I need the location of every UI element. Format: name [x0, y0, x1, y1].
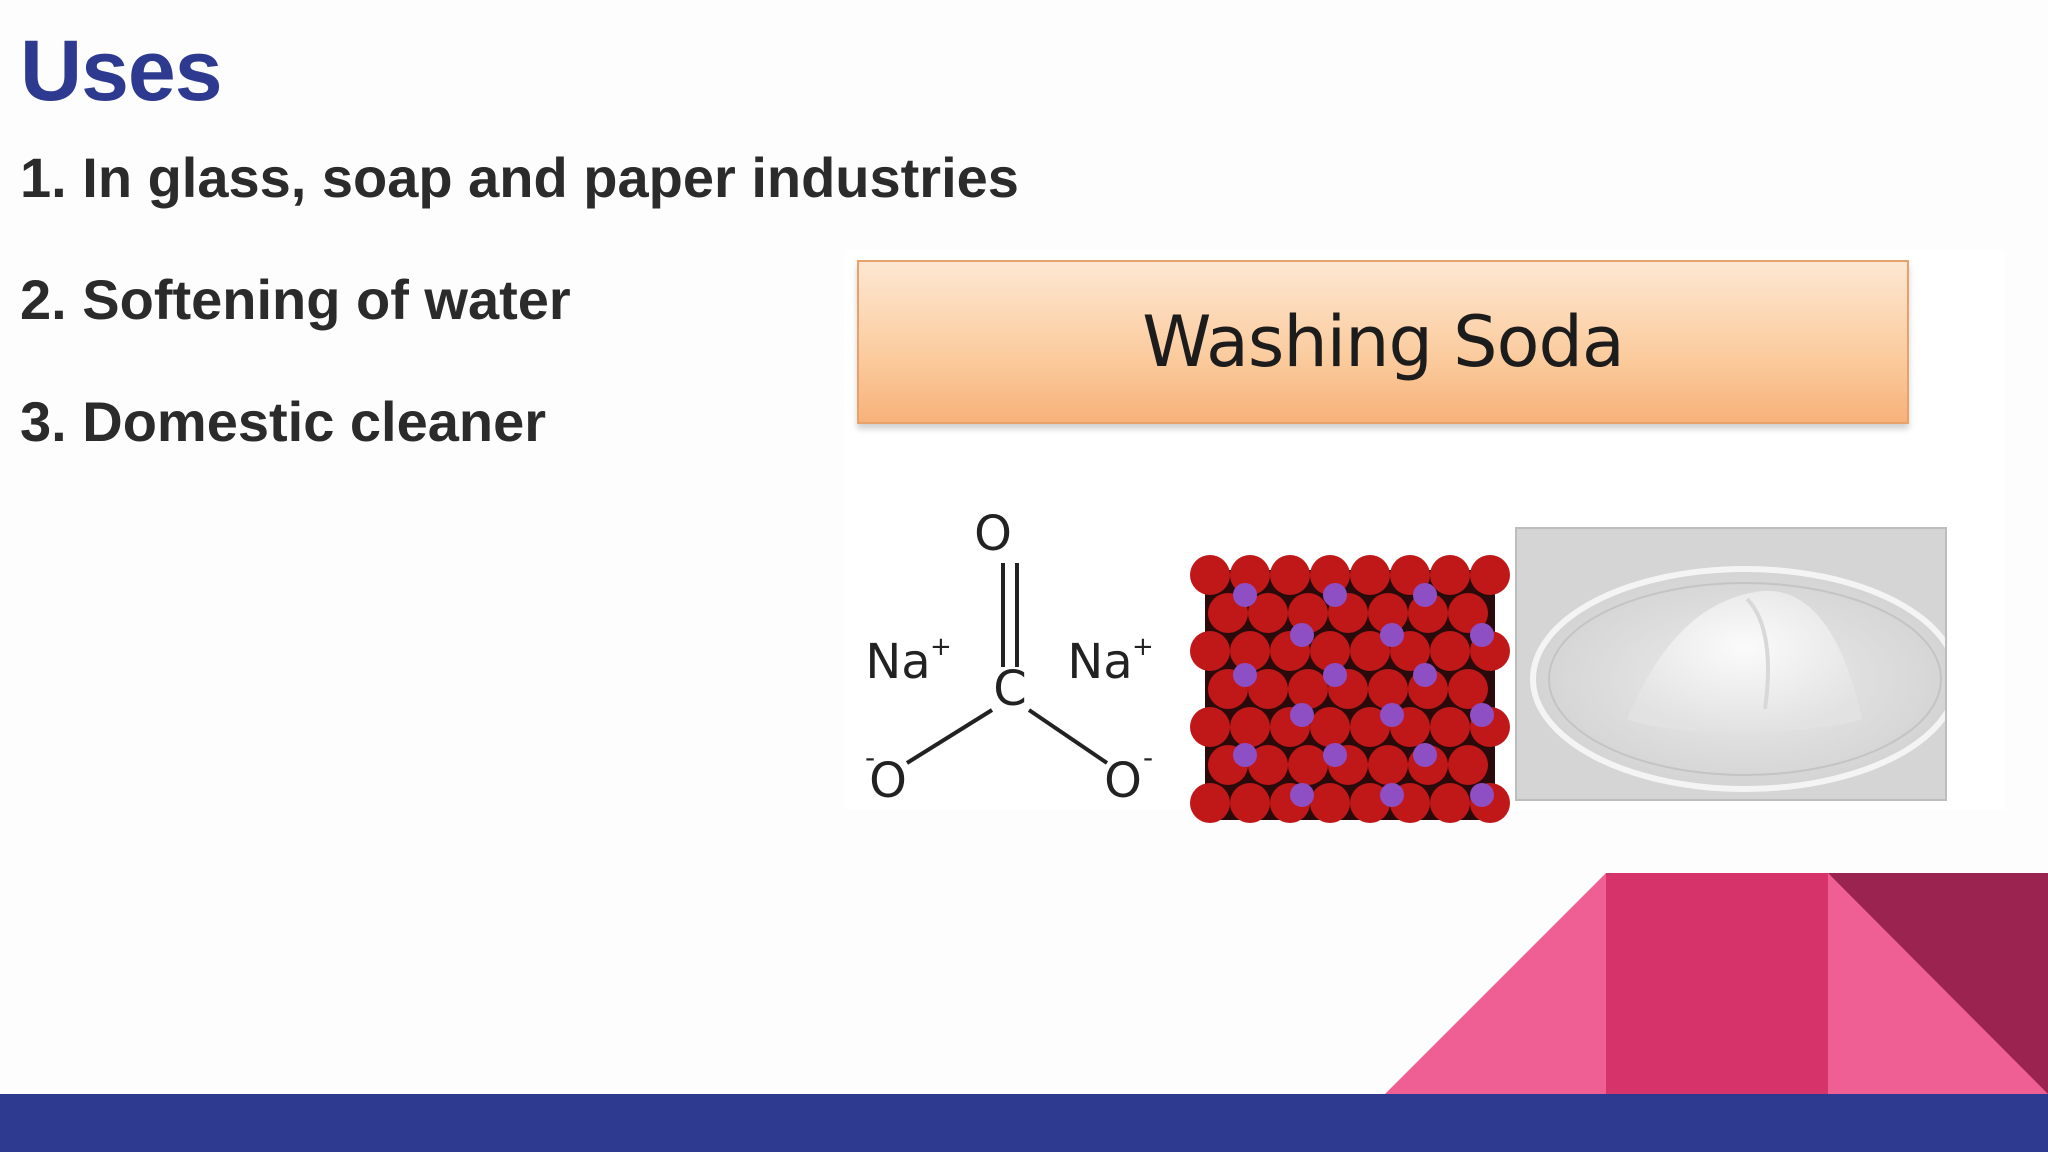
oxygen-atom: [1190, 707, 1230, 747]
sodium-atom: [1413, 663, 1437, 687]
slide-title: Uses: [20, 23, 223, 119]
sodium-atom: [1290, 783, 1314, 807]
oxygen-right-label: O: [1104, 753, 1142, 805]
powder-pile: [1627, 590, 1862, 733]
sodium-atom: [1413, 743, 1437, 767]
oxygen-atom: [1430, 631, 1470, 671]
oxygen-atom: [1448, 669, 1488, 709]
powder-dish-illustration: [1517, 529, 1945, 799]
oxygen-atom: [1448, 593, 1488, 633]
sodium-atom: [1380, 623, 1404, 647]
oxygen-left-label: O: [869, 753, 907, 805]
oxygen-atom: [1430, 783, 1470, 823]
banner-text: Washing Soda: [1142, 301, 1625, 383]
oxygen-left-charge: -: [865, 741, 875, 774]
oxygen-right-charge: -: [1143, 741, 1153, 774]
sodium-atom: [1413, 583, 1437, 607]
oxygen-atom: [1288, 669, 1328, 709]
oxygen-atom: [1190, 555, 1230, 595]
oxygen-atom: [1310, 707, 1350, 747]
decor-triangle-light: [1385, 873, 1606, 1094]
washing-soda-image: Washing Soda O C Na + Na + O - O -: [845, 250, 2005, 823]
carbon-label: C: [993, 661, 1027, 717]
crystal-lattice-model: [1190, 555, 1510, 823]
sodium-atom: [1290, 623, 1314, 647]
single-bond-line: [905, 708, 994, 765]
sodium-atom: [1233, 663, 1257, 687]
na-right-label: Na: [1067, 634, 1132, 690]
decor-block-mid: [1606, 873, 1828, 1094]
sodium-atom: [1470, 623, 1494, 647]
oxygen-atom: [1190, 783, 1230, 823]
oxygen-atom: [1368, 669, 1408, 709]
oxygen-atom: [1368, 745, 1408, 785]
sodium-atom: [1323, 583, 1347, 607]
oxygen-atom: [1248, 593, 1288, 633]
oxygen-atom: [1248, 669, 1288, 709]
sodium-atom: [1380, 783, 1404, 807]
powder-photo: [1515, 527, 1947, 801]
oxygen-atom: [1350, 707, 1390, 747]
oxygen-atom: [1230, 631, 1270, 671]
oxygen-atom: [1430, 555, 1470, 595]
oxygen-atom: [1448, 745, 1488, 785]
oxygen-atom: [1310, 783, 1350, 823]
sodium-atom: [1380, 703, 1404, 727]
list-item: 1. In glass, soap and paper industries: [20, 146, 1019, 209]
oxygen-atom: [1190, 631, 1230, 671]
oxygen-top-label: O: [974, 506, 1012, 562]
oxygen-atom: [1350, 783, 1390, 823]
oxygen-atom: [1288, 593, 1328, 633]
sodium-atom: [1323, 663, 1347, 687]
washing-soda-banner: Washing Soda: [857, 260, 1909, 424]
oxygen-atom: [1350, 631, 1390, 671]
oxygen-atom: [1350, 555, 1390, 595]
sodium-atom: [1290, 703, 1314, 727]
oxygen-atom: [1430, 707, 1470, 747]
oxygen-atom: [1310, 631, 1350, 671]
list-item: 3. Domestic cleaner: [20, 390, 547, 453]
oxygen-atom: [1248, 745, 1288, 785]
oxygen-atom: [1230, 707, 1270, 747]
list-item: 2. Softening of water: [20, 268, 571, 331]
decor-triangle-overlay: [1828, 873, 2048, 1094]
sodium-atom: [1470, 703, 1494, 727]
na-left-label: Na: [865, 634, 930, 690]
oxygen-atom: [1270, 555, 1310, 595]
oxygen-atom: [1288, 745, 1328, 785]
sodium-atom: [1233, 743, 1257, 767]
single-bond-line: [1027, 708, 1109, 765]
footer-bar: [0, 1094, 2048, 1152]
structural-formula: O C Na + Na + O - O -: [865, 506, 1154, 805]
sodium-atom: [1233, 583, 1257, 607]
na-right-charge: +: [1132, 632, 1154, 662]
sodium-atom: [1470, 783, 1494, 807]
uses-list: 1. In glass, soap and paper industries 2…: [20, 142, 1019, 508]
oxygen-atom: [1230, 783, 1270, 823]
oxygen-atom: [1470, 555, 1510, 595]
oxygen-atom: [1368, 593, 1408, 633]
na-left-charge: +: [930, 632, 952, 662]
sodium-atom: [1323, 743, 1347, 767]
